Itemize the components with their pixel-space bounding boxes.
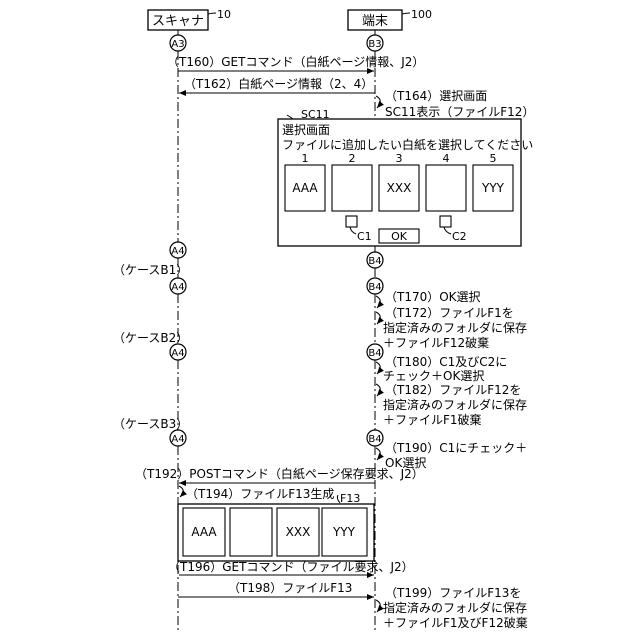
note-t180-line1: （T180）C1及びC2に bbox=[385, 355, 507, 369]
message-t198: （T198）ファイルF13 bbox=[228, 581, 352, 595]
marker-a4-label: A4 bbox=[171, 246, 184, 257]
self-arrow-t199 bbox=[376, 600, 380, 612]
marker-b4-label: B4 bbox=[368, 282, 381, 293]
page-thumb-4[interactable] bbox=[426, 165, 466, 211]
checkbox-c1[interactable] bbox=[346, 216, 357, 227]
self-arrow-t182 bbox=[376, 384, 380, 396]
note-t182-line2: 指定済みのフォルダに保存 bbox=[383, 397, 527, 412]
note-t180-line2: チェック＋OK選択 bbox=[383, 369, 484, 383]
note-t164-line2: SC11表示（ファイルF12） bbox=[385, 105, 534, 119]
note-t164-line1: （T164）選択画面 bbox=[385, 89, 487, 103]
marker-b4-label: B4 bbox=[368, 348, 381, 359]
note-t199-line2: 指定済みのフォルダに保存 bbox=[383, 600, 527, 615]
message-t192: （T192）POSTコマンド（白紙ページ保存要求、J2） bbox=[135, 466, 424, 481]
page-number: 3 bbox=[396, 152, 403, 165]
page-number: 1 bbox=[302, 152, 309, 165]
self-arrow-t172 bbox=[376, 312, 380, 324]
marker-a4-label: A4 bbox=[171, 348, 184, 359]
note-t172-line1: （T172）ファイルF1を bbox=[385, 306, 514, 320]
page-number: 2 bbox=[349, 152, 356, 165]
marker-b4-label: B4 bbox=[368, 256, 381, 267]
file-page-text: AAA bbox=[191, 525, 217, 539]
self-arrow-t190 bbox=[376, 448, 380, 460]
file-page-text: YYY bbox=[332, 525, 356, 539]
note-t199-line3: ＋ファイルF1及びF12破棄 bbox=[383, 615, 528, 630]
note-t190-line1: （T190）C1にチェック＋ bbox=[385, 441, 527, 455]
note-t170: （T170）OK選択 bbox=[385, 290, 481, 304]
note-t182-line3: ＋ファイルF1破棄 bbox=[383, 412, 482, 427]
message-t196: （T196）GETコマンド（ファイル要求、J2） bbox=[168, 560, 414, 574]
note-t172-line2: 指定済みのフォルダに保存 bbox=[383, 320, 527, 335]
page-number: 5 bbox=[490, 152, 497, 165]
page-number: 4 bbox=[443, 152, 450, 165]
note-t199-line1: （T199）ファイルF13を bbox=[385, 586, 521, 600]
terminal-actor-label: 端末 bbox=[362, 14, 388, 29]
case-b1: （ケースB1） bbox=[113, 263, 188, 277]
self-arrow-t170 bbox=[376, 296, 380, 308]
message-t162: （T162）白紙ページ情報（2、4） bbox=[184, 76, 373, 91]
ok-button-label: OK bbox=[391, 230, 408, 243]
marker-a4-label: A4 bbox=[171, 282, 184, 293]
scanner-ref: 10 bbox=[217, 8, 231, 21]
file-page-2 bbox=[230, 508, 272, 556]
marker-b4-label: B4 bbox=[368, 434, 381, 445]
marker-a3-label: A3 bbox=[171, 39, 184, 50]
message-t160: （T160）GETコマンド（白紙ページ情報、J2） bbox=[167, 54, 424, 69]
case-b3: （ケースB3） bbox=[113, 417, 188, 431]
page-thumb-text: XXX bbox=[387, 181, 412, 195]
note-t172-line3: ＋ファイルF12破棄 bbox=[383, 335, 489, 350]
page-thumb-text: AAA bbox=[292, 181, 318, 195]
self-arrow-t164 bbox=[376, 96, 380, 108]
self-arrow-t194 bbox=[179, 486, 183, 497]
marker-b3-label: B3 bbox=[368, 39, 381, 50]
checkbox-c1-label: C1 bbox=[357, 230, 372, 243]
scanner-actor-label: スキャナ bbox=[152, 14, 204, 29]
marker-a4-label: A4 bbox=[171, 434, 184, 445]
screen-instruction: ファイルに追加したい白紙を選択してください bbox=[282, 137, 533, 152]
file-f13-ref: F13 bbox=[340, 492, 360, 505]
file-page-text: XXX bbox=[286, 525, 311, 539]
checkbox-c2[interactable] bbox=[440, 216, 451, 227]
checkbox-c2-label: C2 bbox=[452, 230, 467, 243]
page-thumb-2[interactable] bbox=[332, 165, 372, 211]
note-t182-line1: （T182）ファイルF12を bbox=[385, 383, 521, 397]
selection-screen-sc11: SC11 選択画面 ファイルに追加したい白紙を選択してください 1 2 3 4 … bbox=[278, 108, 533, 246]
page-thumb-text: YYY bbox=[481, 181, 505, 195]
screen-title: 選択画面 bbox=[282, 123, 330, 137]
case-b2: （ケースB2） bbox=[113, 331, 188, 345]
note-t194: （T194）ファイルF13生成 bbox=[186, 487, 334, 501]
self-arrow-t180 bbox=[376, 362, 380, 374]
terminal-ref: 100 bbox=[411, 8, 432, 21]
file-f13: F13 AAA XXX YYY bbox=[178, 492, 374, 561]
